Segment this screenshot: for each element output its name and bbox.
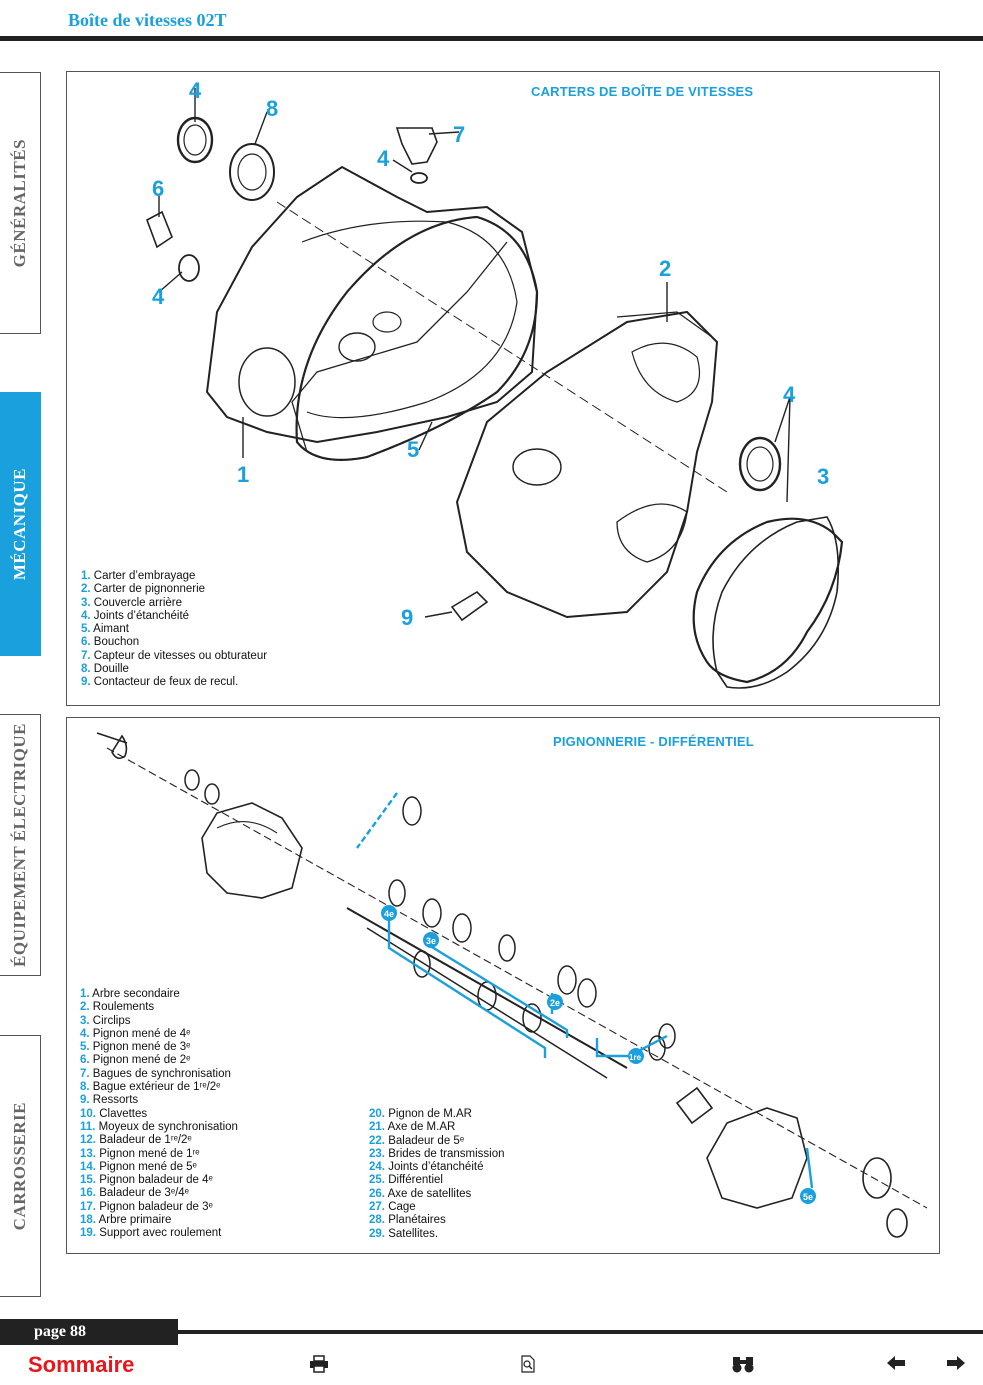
legend-item: 1. Carter d’embrayage xyxy=(81,570,196,582)
callout-4c: 4 xyxy=(152,284,165,309)
legend-item: 7. Capteur de vitesses ou obturateur xyxy=(81,649,268,662)
gear-marker-1: 1re xyxy=(629,1053,642,1062)
header-rule xyxy=(0,36,983,41)
legend-item: 8. Douille xyxy=(81,663,129,676)
legend-item: 8. Bague extérieur de 1ʳᵉ/2ᵉ xyxy=(80,1081,221,1094)
panel1-legend: 1. Carter d’embrayage 2. Carter de pigno… xyxy=(81,570,267,690)
panel2-legend-right: 20. Pignon de M.AR 21. Axe de M.AR 22. B… xyxy=(369,1108,505,1241)
panel-carters: 4 8 7 4 6 4 2 4 3 5 1 9 CARTERS DE BOÎTE… xyxy=(66,71,940,706)
callout-4a: 4 xyxy=(189,78,202,103)
binoculars-icon[interactable] xyxy=(731,1355,755,1378)
sidebar-tab-label: CARROSSERIE xyxy=(10,1101,29,1231)
callout-6: 6 xyxy=(152,176,164,201)
callout-2: 2 xyxy=(659,256,671,281)
legend-item: 18. Arbre primaire xyxy=(80,1214,172,1227)
legend-item: 4. Joints d’étanchéité xyxy=(81,609,190,622)
legend-item: 25. Différentiel xyxy=(369,1174,443,1187)
legend-item: 9. Contacteur de feux de recul. xyxy=(81,676,239,689)
gear-marker-4: 4e xyxy=(384,909,394,919)
pignonnerie-exploded-diagram: 4e 3e 2e 1re 5e xyxy=(96,732,928,1238)
sidebar-tab-mecanique[interactable]: MÉCANIQUE xyxy=(0,392,41,656)
gear-marker-3: 3e xyxy=(426,936,436,946)
callout-7: 7 xyxy=(453,122,465,147)
legend-item: 11. Moyeux de synchronisation xyxy=(80,1120,238,1133)
legend-item: 13. Pignon mené de 1ʳᵉ xyxy=(80,1147,200,1160)
gear-markers: 4e 3e 2e 1re 5e xyxy=(381,905,816,1204)
legend-item: 2. Roulements xyxy=(80,1001,155,1014)
sidebar-tab-label: MÉCANIQUE xyxy=(10,467,29,581)
panel2-title: PIGNONNERIE - DIFFÉRENTIEL xyxy=(553,734,754,749)
legend-item: 28. Planétaires xyxy=(369,1214,446,1227)
arrow-right-icon[interactable] xyxy=(946,1355,966,1376)
legend-item: 5. Aimant xyxy=(81,623,129,636)
legend-item: 17. Pignon baladeur de 3ᵉ xyxy=(80,1200,213,1213)
callout-3: 3 xyxy=(817,464,829,489)
page-header-title: Boîte de vitesses 02T xyxy=(68,10,227,30)
arrow-left-icon[interactable] xyxy=(886,1355,906,1376)
sidebar-tab-generalites[interactable]: GÉNÉRALITÉS xyxy=(0,72,41,334)
legend-item: 21. Axe de M.AR xyxy=(369,1121,456,1134)
legend-item: 29. Satellites. xyxy=(369,1227,439,1240)
sidebar-tab-label: ÉQUIPEMENT ÉLECTRIQUE xyxy=(10,723,29,967)
sidebar-tab-equipement-electrique[interactable]: ÉQUIPEMENT ÉLECTRIQUE xyxy=(0,714,41,976)
panel-pignonnerie: 4e 3e 2e 1re 5e PIGNONNERIE - DIFFÉRENTI… xyxy=(66,717,940,1254)
gear-marker-5: 5e xyxy=(803,1192,813,1202)
callout-4d: 4 xyxy=(783,382,796,407)
legend-item: 5. Pignon mené de 3ᵉ xyxy=(80,1041,191,1054)
legend-item: 7. Bagues de synchronisation xyxy=(80,1067,231,1080)
callout-1: 1 xyxy=(237,462,249,487)
page-number: page 88 xyxy=(0,1319,178,1345)
legend-item: 23. Brides de transmission xyxy=(369,1147,505,1160)
legend-item: 3. Couvercle arrière xyxy=(81,596,182,609)
sommaire-link[interactable]: Sommaire xyxy=(28,1352,135,1377)
legend-item: 4. Pignon mené de 4ᵉ xyxy=(80,1027,191,1040)
legend-item: 6. Bouchon xyxy=(81,636,140,649)
callout-9: 9 xyxy=(401,605,413,630)
carters-exploded-diagram: 4 8 7 4 6 4 2 4 3 5 1 9 xyxy=(146,78,844,689)
panel2-legend-left: 1. Arbre secondaire 2. Roulements 3. Cir… xyxy=(80,988,238,1241)
callout-4b: 4 xyxy=(377,146,390,171)
legend-item: 3. Circlips xyxy=(80,1014,131,1027)
legend-item: 14. Pignon mené de 5ᵉ xyxy=(80,1160,197,1173)
legend-item: 20. Pignon de M.AR xyxy=(369,1108,472,1120)
callout-8: 8 xyxy=(266,96,278,121)
legend-item: 9. Ressorts xyxy=(80,1094,139,1107)
legend-item: 22. Baladeur de 5ᵉ xyxy=(369,1134,465,1147)
zoom-page-icon[interactable] xyxy=(520,1355,536,1378)
callout-5: 5 xyxy=(407,437,419,462)
sidebar-tab-carrosserie[interactable]: CARROSSERIE xyxy=(0,1035,41,1297)
legend-item: 2. Carter de pignonnerie xyxy=(81,583,206,596)
printer-icon[interactable] xyxy=(309,1355,329,1378)
legend-item: 1. Arbre secondaire xyxy=(80,988,180,1000)
legend-item: 10. Clavettes xyxy=(80,1107,148,1120)
legend-item: 15. Pignon baladeur de 4ᵉ xyxy=(80,1174,213,1187)
gear-marker-2: 2e xyxy=(550,998,560,1008)
legend-item: 6. Pignon mené de 2ᵉ xyxy=(80,1054,191,1067)
legend-item: 26. Axe de satellites xyxy=(369,1187,472,1200)
footer-rule xyxy=(178,1330,983,1334)
panel1-title: CARTERS DE BOÎTE DE VITESSES xyxy=(531,84,754,99)
legend-item: 12. Baladeur de 1ʳᵉ/2ᵉ xyxy=(80,1134,192,1147)
legend-item: 27. Cage xyxy=(369,1201,416,1214)
sidebar-tab-label: GÉNÉRALITÉS xyxy=(10,138,29,268)
legend-item: 19. Support avec roulement xyxy=(80,1227,222,1240)
legend-item: 24. Joints d’étanchéité xyxy=(369,1161,484,1174)
legend-item: 16. Baladeur de 3ᵉ/4ᵉ xyxy=(80,1187,189,1200)
